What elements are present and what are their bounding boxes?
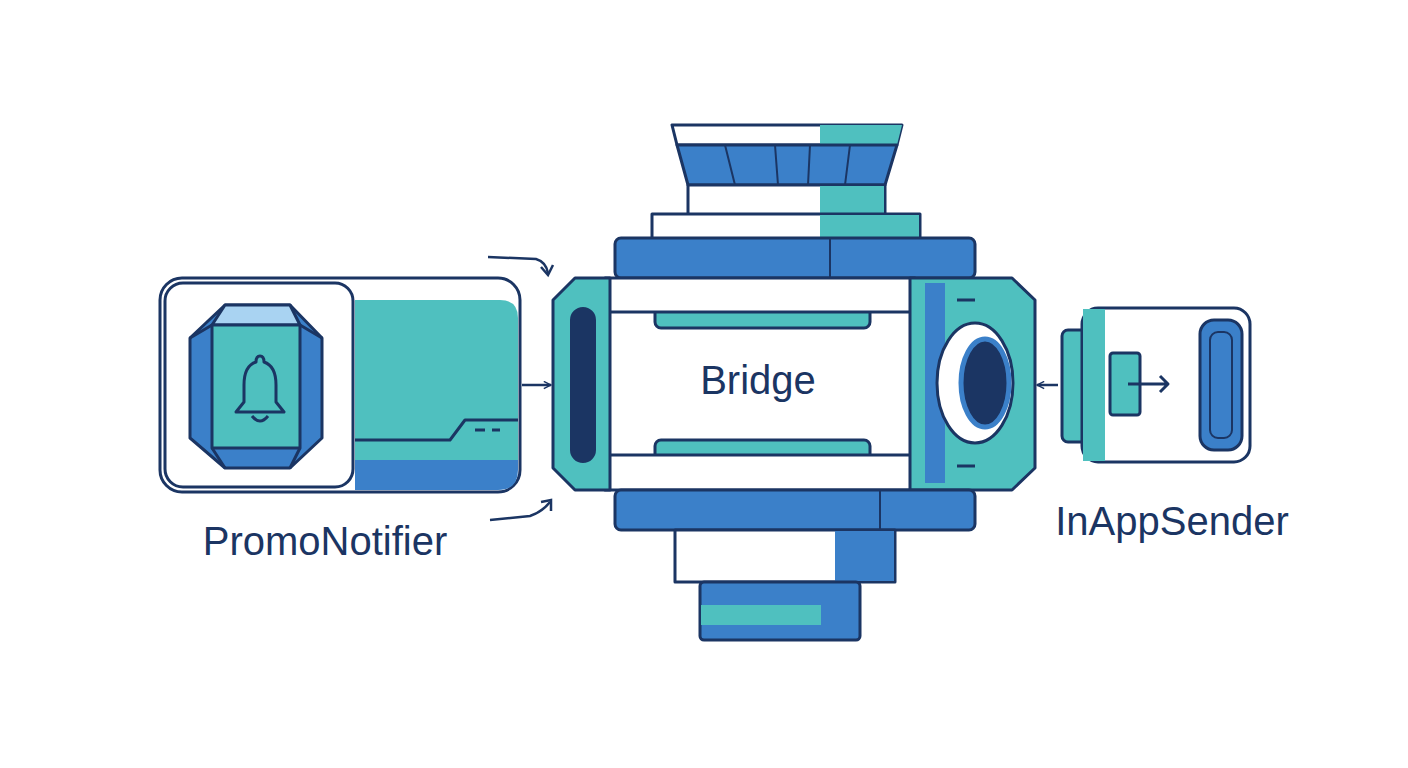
sender-pill bbox=[1200, 320, 1242, 450]
upper-band bbox=[615, 238, 975, 278]
device-panel bbox=[355, 300, 518, 460]
cap-top-band bbox=[672, 125, 902, 145]
cap-facets bbox=[725, 145, 850, 185]
gem-top bbox=[212, 305, 300, 325]
base-tint bbox=[701, 605, 821, 625]
bridge-component: Bridge bbox=[553, 278, 1035, 492]
port-ring bbox=[937, 323, 1013, 443]
cap-top-tint bbox=[820, 125, 902, 145]
upper-block bbox=[652, 214, 920, 240]
sender-device bbox=[1062, 308, 1250, 462]
decor-head-bottom bbox=[541, 500, 551, 511]
sender-tint bbox=[1083, 309, 1105, 461]
component-name: PromoNotifier bbox=[203, 518, 448, 564]
lower-band bbox=[615, 490, 975, 530]
body-panel bbox=[605, 278, 915, 490]
service-component: PromoNotifier bbox=[160, 278, 520, 492]
decor-arrow-bottom bbox=[490, 502, 550, 520]
promo-device bbox=[160, 278, 520, 492]
neck-tint bbox=[820, 186, 884, 214]
panel-top-cover bbox=[610, 284, 910, 312]
neck bbox=[688, 185, 885, 215]
component-label: Bridge bbox=[700, 357, 816, 403]
panel-bottom-cover bbox=[610, 455, 910, 485]
left-end-cap bbox=[553, 278, 610, 490]
panel-rails bbox=[605, 312, 915, 455]
gem-face bbox=[212, 325, 300, 448]
upper-block-tint bbox=[820, 215, 919, 239]
flow-arrow bbox=[522, 384, 551, 387]
decor-arrow-top bbox=[488, 257, 548, 273]
device-dots bbox=[475, 429, 500, 432]
bell-icon bbox=[236, 356, 284, 421]
device-base bbox=[355, 460, 518, 490]
decor-head-top bbox=[541, 265, 553, 275]
cap-body bbox=[677, 145, 897, 185]
gem-edges bbox=[190, 325, 322, 468]
right-end-cap bbox=[910, 278, 1035, 490]
device-notch bbox=[355, 420, 518, 440]
lower-block-shade bbox=[835, 531, 894, 581]
gem bbox=[190, 305, 322, 468]
lower-band-seam bbox=[879, 490, 881, 530]
sender-icon-arrow bbox=[1128, 376, 1168, 392]
left-slot bbox=[568, 305, 598, 465]
device-shell bbox=[160, 278, 520, 492]
sender-shell bbox=[1082, 308, 1250, 462]
port-hole bbox=[961, 339, 1009, 427]
service-component: InAppSender bbox=[1060, 308, 1250, 462]
decor-arrows bbox=[488, 257, 553, 520]
lower-block bbox=[675, 530, 895, 582]
cap-ticks bbox=[957, 300, 975, 466]
flow-arrow bbox=[1037, 384, 1058, 387]
upper-band-seam bbox=[829, 238, 831, 278]
base bbox=[700, 582, 860, 640]
sender-pill-inner bbox=[1210, 332, 1232, 438]
icon-frame bbox=[165, 283, 353, 487]
bridge-figure bbox=[553, 125, 1035, 640]
component-name: InAppSender bbox=[1055, 498, 1289, 544]
